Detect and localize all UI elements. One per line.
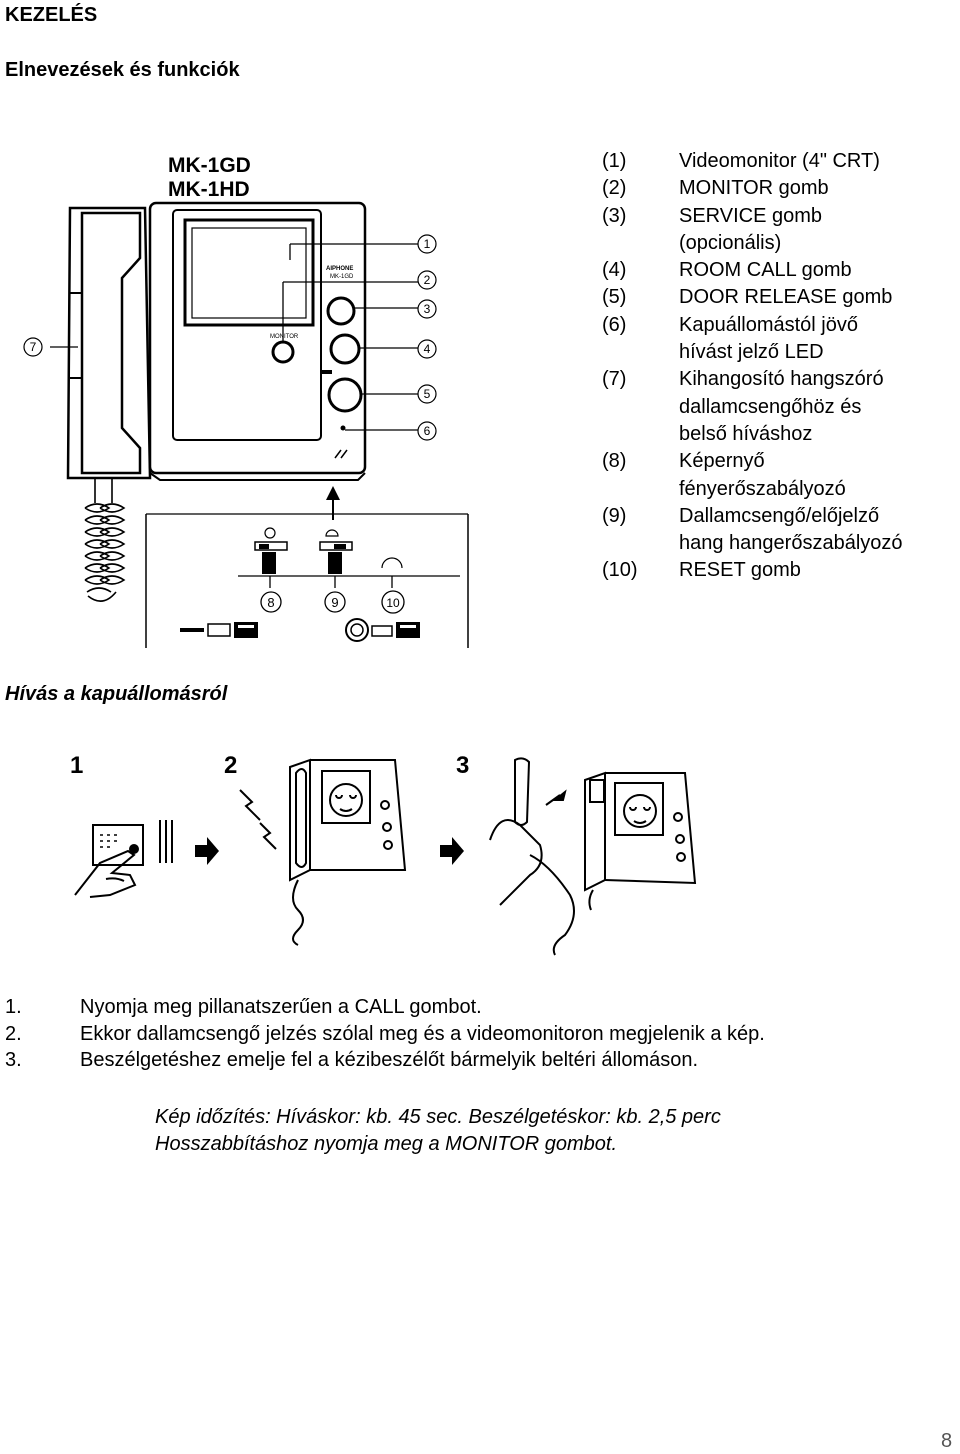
- callout-8: 8: [267, 595, 274, 610]
- timing-note: Kép időzítés: Híváskor: kb. 45 sec. Besz…: [155, 1104, 721, 1157]
- monitor-unit-answered: [584, 771, 697, 911]
- brand-text: AIPHONE: [326, 266, 353, 272]
- page-title: KEZELÉS: [5, 4, 98, 26]
- model-label-2: MK-1HD: [168, 178, 250, 201]
- video-screen: [183, 218, 315, 327]
- legend-item: (1) Videomonitor (4" CRT): [602, 150, 880, 172]
- monitor-button[interactable]: [271, 340, 295, 364]
- door-station-drawing: [74, 820, 173, 898]
- svg-text:6: 6: [424, 424, 431, 438]
- callout-numbers: 1 2 3 4 5 6 7: [23, 234, 437, 441]
- callout-10: 10: [386, 596, 400, 610]
- svg-text:1: 1: [424, 237, 431, 251]
- timing-note-line-1: Kép időzítés: Híváskor: kb. 45 sec. Besz…: [155, 1106, 721, 1128]
- call-sequence-illustration: 1 2 3: [70, 752, 697, 956]
- legend-item: (10) RESET gomb: [602, 559, 801, 582]
- sequence-label-1: 1: [70, 752, 83, 779]
- monitor-label: MONITOR: [270, 334, 299, 340]
- page-number: 8: [941, 1430, 953, 1452]
- section-title-names: Elnevezések és funkciók: [5, 59, 240, 81]
- legend-item: (3) SERVICE gomb(opcionális): [602, 204, 823, 254]
- legend-item: (5) DOOR RELEASE gomb: [602, 286, 893, 309]
- door-release-button[interactable]: [327, 377, 363, 413]
- coiled-cord: [84, 478, 126, 602]
- callout-9: 9: [331, 595, 338, 610]
- svg-text:5: 5: [424, 387, 431, 401]
- handset: [80, 211, 142, 475]
- arrow-2: [440, 837, 464, 865]
- sequence-label-2: 2: [224, 752, 237, 779]
- handset-lifted-drawing: [489, 757, 575, 956]
- instruction-steps: 1. Nyomja meg pillanatszerűen a CALL gom…: [5, 994, 765, 1074]
- svg-text:2: 2: [424, 273, 431, 287]
- sequence-label-3: 3: [456, 752, 469, 779]
- svg-text:3: 3: [424, 302, 431, 316]
- model-label-1: MK-1GD: [168, 154, 251, 177]
- step-item: 2. Ekkor dallamcsengő jelzés szólal meg …: [5, 1022, 765, 1045]
- panel-model-text: MK-1GD: [330, 274, 354, 280]
- svg-text:4: 4: [424, 342, 431, 356]
- parts-legend: (1) Videomonitor (4" CRT) (2) MONITOR go…: [602, 148, 952, 585]
- service-button[interactable]: [326, 296, 356, 326]
- legend-item: (2) MONITOR gomb: [602, 177, 829, 200]
- legend-item: (4) ROOM CALL gomb: [602, 259, 852, 282]
- bottom-panel: 8 9 10: [145, 513, 469, 648]
- section-title-call: Hívás a kapuállomásról: [5, 683, 228, 705]
- monitor-frame: [172, 209, 322, 441]
- svg-text:7: 7: [30, 340, 37, 354]
- arrow-1: [195, 837, 219, 865]
- step-item: 3. Beszélgetéshez emelje fel a kézibeszé…: [5, 1049, 699, 1071]
- timing-note-line-2: Hosszabbításhoz nyomja meg a MONITOR gom…: [155, 1132, 618, 1155]
- ring-signal: [239, 789, 261, 821]
- monitor-unit-ringing: [289, 758, 407, 946]
- intercom-diagram: MK-1GD MK-1HD AIPHONE MK-1GD MONITOR 1 2…: [23, 154, 469, 648]
- call-led: [340, 425, 346, 431]
- step-item: 1. Nyomja meg pillanatszerűen a CALL gom…: [5, 996, 482, 1018]
- room-call-button[interactable]: [329, 333, 361, 365]
- callout-lines: [50, 243, 418, 431]
